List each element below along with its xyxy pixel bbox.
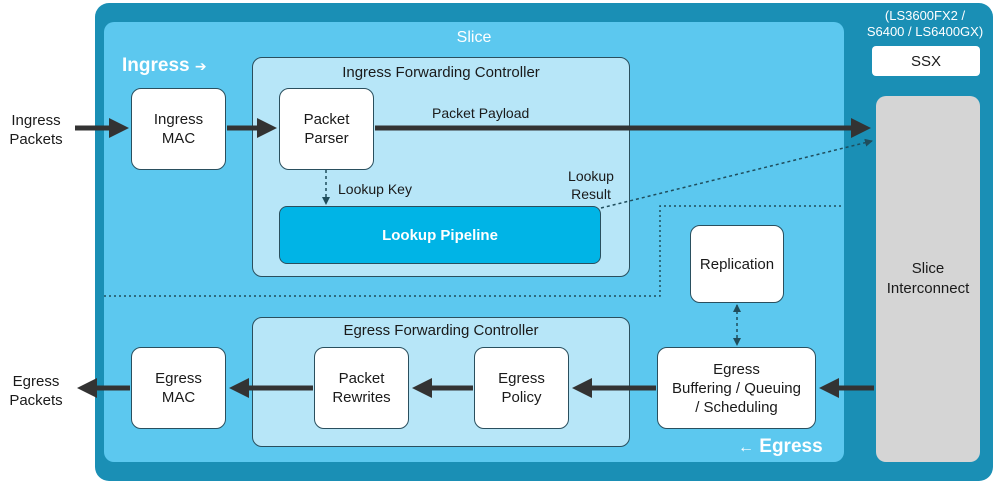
egress-controller-title: Egress Forwarding Controller [343, 322, 539, 339]
egress-policy-block: Egress Policy [474, 347, 569, 429]
packet-rewrites-block: Packet Rewrites [314, 347, 409, 429]
lookup-key-label: Lookup Key [338, 181, 412, 197]
lookup-pipeline-block: Lookup Pipeline [279, 206, 601, 264]
ssx-box: SSX [872, 46, 980, 76]
right-arrow-icon: ➔ [194, 58, 207, 74]
ingress-title: Ingress ➔ [122, 55, 207, 77]
ingress-egress-divider [104, 205, 844, 297]
slice-title: Slice [456, 29, 492, 46]
packet-payload-label: Packet Payload [432, 105, 530, 121]
arrow-lookup-result [600, 138, 873, 209]
lookup-result-label: Lookup Result [568, 168, 614, 202]
platform-note: (LS3600FX2 / S6400 / LS6400GX) [866, 8, 984, 39]
packet-parser-block: Packet Parser [279, 88, 374, 170]
egress-label: Egress [759, 436, 823, 457]
ingress-label: Ingress [122, 55, 190, 76]
egress-mac-block: Egress MAC [131, 347, 226, 429]
replication-block: Replication [690, 225, 784, 303]
left-arrow-icon: ← [738, 439, 754, 456]
ingress-packets-label: Ingress Packets [9, 112, 63, 148]
ingress-controller-title: Ingress Forwarding Controller [342, 64, 540, 81]
ingress-mac-block: Ingress MAC [131, 88, 226, 170]
egress-packets-label: Egress Packets [9, 373, 63, 409]
egress-buffering-block: Egress Buffering / Queuing / Scheduling [657, 347, 816, 429]
egress-title: ← Egress [738, 436, 823, 458]
slice-interconnect: Slice Interconnect [876, 96, 980, 462]
